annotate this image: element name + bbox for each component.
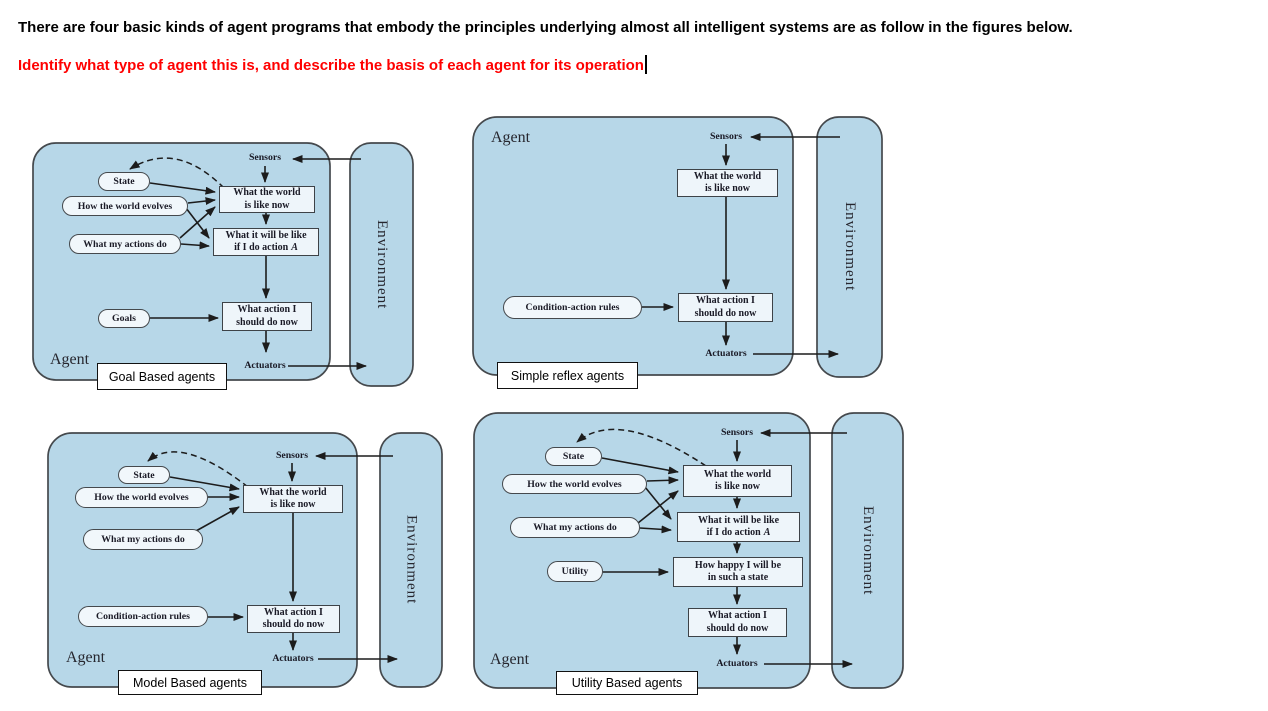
state-update-dashed-arrow — [147, 451, 249, 488]
happy-box: How happy I will be in such a state — [673, 557, 803, 587]
how-world-evolves-oval: How the world evolves — [502, 474, 647, 494]
model-based-caption: Model Based agents — [118, 670, 262, 695]
agent-box — [472, 116, 794, 376]
state-arrow — [169, 476, 240, 492]
actuators-label: Actuators — [705, 348, 747, 359]
state-arrow — [149, 182, 216, 195]
what-actions-do-oval: What my actions do — [69, 234, 181, 254]
sensors-label: Sensors — [709, 131, 743, 142]
goal-based-caption: Goal Based agents — [97, 363, 227, 390]
environment-label: Environment — [842, 202, 858, 292]
state-update-dashed-arrow — [576, 428, 707, 467]
environment-box — [379, 432, 443, 688]
action-now-box: What action I should do now — [247, 605, 340, 633]
world-now-box: What the world is like now — [683, 465, 792, 497]
how-evolves-arrow-1 — [646, 476, 679, 485]
instruction-text: Identify what type of agent this is, and… — [18, 57, 644, 74]
simple-reflex-caption: Simple reflex agents — [497, 362, 638, 389]
actions-arrow-1 — [179, 206, 216, 239]
how-world-evolves-oval: How the world evolves — [75, 487, 208, 508]
actions-arrow-2 — [180, 241, 210, 250]
instruction-line: Identify what type of agent this is, and… — [18, 55, 647, 74]
actions-arrow — [195, 506, 240, 532]
actuators-label: Actuators — [716, 658, 758, 669]
action-now-box: What action I should do now — [688, 608, 787, 637]
environment-box — [816, 116, 883, 378]
goals-oval: Goals — [98, 309, 150, 328]
what-actions-do-oval: What my actions do — [83, 529, 203, 550]
actions-arrow-1 — [637, 490, 679, 524]
action-now-box: What action I should do now — [222, 302, 312, 331]
agent-label: Agent — [490, 651, 530, 668]
world-now-box: What the world is like now — [219, 186, 315, 213]
world-now-box: What the world is like now — [677, 169, 778, 197]
action-now-box: What action I should do now — [678, 293, 773, 322]
sensors-label: Sensors — [720, 427, 754, 438]
condition-action-rules-oval: Condition-action rules — [503, 296, 642, 319]
agent-label: Agent — [491, 129, 531, 146]
state-oval: State — [98, 172, 150, 191]
environment-box — [831, 412, 904, 689]
actuators-label: Actuators — [244, 360, 286, 371]
state-arrow — [601, 457, 679, 475]
utility-based-caption: Utility Based agents — [556, 671, 698, 695]
how-evolves-arrow-1 — [187, 197, 216, 206]
agent-label: Agent — [66, 649, 106, 666]
utility-oval: Utility — [547, 561, 603, 582]
environment-label: Environment — [403, 515, 420, 605]
state-oval: State — [118, 466, 170, 484]
actuators-label: Actuators — [272, 653, 314, 664]
agent-box — [473, 412, 811, 689]
how-evolves-arrow-2 — [644, 486, 672, 520]
environment-label: Environment — [860, 505, 876, 596]
world-now-box: What the world is like now — [243, 485, 343, 513]
environment-box — [349, 142, 414, 387]
how-world-evolves-oval: How the world evolves — [62, 196, 188, 216]
condition-action-rules-oval: Condition-action rules — [78, 606, 208, 627]
sensors-label: Sensors — [248, 152, 282, 163]
sensors-label: Sensors — [275, 450, 309, 461]
environment-label: Environment — [374, 219, 390, 310]
state-update-dashed-arrow — [129, 157, 225, 189]
agent-box — [32, 142, 331, 381]
state-oval: State — [545, 447, 602, 466]
agent-label: Agent — [50, 351, 90, 368]
actions-arrow-2 — [639, 525, 672, 534]
text-cursor[interactable] — [644, 55, 647, 74]
question-title: There are four basic kinds of agent prog… — [18, 19, 1073, 36]
what-actions-do-oval: What my actions do — [510, 517, 640, 538]
